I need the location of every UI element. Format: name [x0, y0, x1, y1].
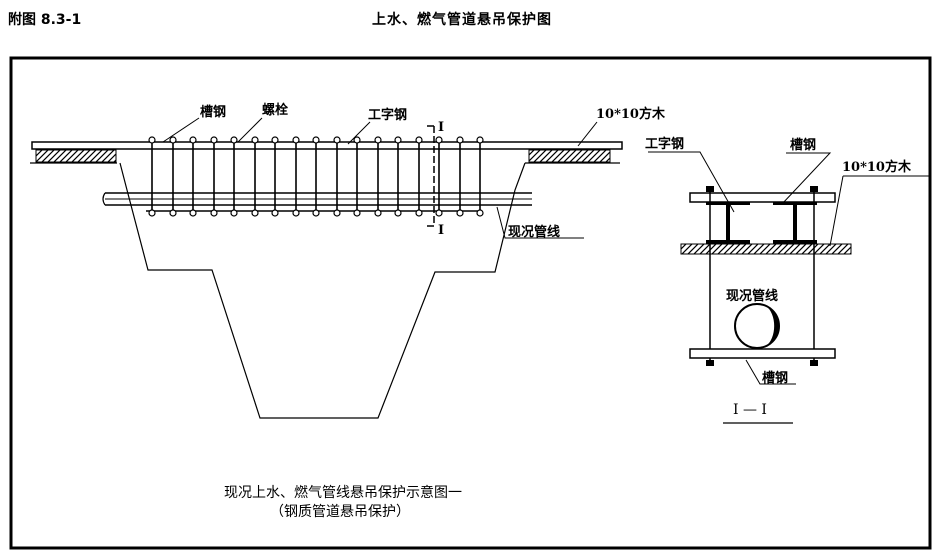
hanger-rod — [456, 136, 464, 217]
hanger-rod — [230, 136, 238, 217]
bolt-nut — [333, 136, 341, 144]
bolt-nut — [435, 136, 443, 144]
section-mark-top: I — [438, 120, 444, 135]
label-bolt: 螺栓 — [262, 102, 288, 118]
section-mark-bottom: I — [438, 223, 444, 238]
section-label-existing-pipe: 现况管线 — [726, 288, 778, 304]
bolt-nut — [230, 209, 238, 217]
bolt-nut — [292, 136, 300, 144]
bolt-nut — [415, 209, 423, 217]
trench-elevation: I I 槽钢 螺栓 工字钢 10*10方木 现况管线 现况上水、燃气管线悬吊保护… — [30, 102, 666, 520]
hanger-rod — [251, 136, 259, 217]
bolt-nut — [210, 209, 218, 217]
caption-line2: （钢质管道悬吊保护） — [270, 504, 410, 520]
bolt-nut — [456, 209, 464, 217]
section-label-timber: 10*10方木 — [842, 159, 912, 175]
bolt-nut — [169, 209, 177, 217]
bolt-nut — [333, 209, 341, 217]
section-timber — [680, 243, 852, 255]
hanger-rod — [394, 136, 402, 217]
section-i-beam-right — [773, 202, 817, 244]
timber-block-right — [528, 149, 611, 163]
hanger-rod — [292, 136, 300, 217]
bolt-nut — [394, 136, 402, 144]
bolt-nut — [189, 209, 197, 217]
channel-steel-beam — [31, 141, 623, 150]
bolt-nut — [353, 209, 361, 217]
label-i-beam: 工字钢 — [368, 107, 407, 123]
label-timber: 10*10方木 — [596, 106, 666, 122]
bolt-nut — [189, 136, 197, 144]
bolt-nut — [394, 209, 402, 217]
section-pipe — [734, 303, 780, 349]
bolt-nut — [353, 136, 361, 144]
section-title: I — I — [733, 402, 767, 418]
bolt-nut — [251, 136, 259, 144]
bolt-nut — [374, 209, 382, 217]
hanger-rod — [374, 136, 382, 217]
bolt-nut — [476, 209, 484, 217]
section-label-channel-bottom: 槽钢 — [762, 370, 788, 386]
timber-block-left — [35, 149, 117, 163]
hanger-rod — [435, 136, 443, 217]
bolt-nut — [374, 136, 382, 144]
bolt-nut — [312, 209, 320, 217]
trench-outline — [119, 162, 526, 419]
caption-line1: 现况上水、燃气管线悬吊保护示意图一 — [224, 484, 462, 501]
figure-title: 上水、燃气管道悬吊保护图 — [372, 12, 552, 28]
hanger-rod — [169, 136, 177, 217]
bolt-nut — [148, 209, 156, 217]
hanger-rods — [148, 136, 484, 217]
bolt-nut — [476, 136, 484, 144]
hanger-rod — [415, 136, 423, 217]
figure-number: 附图 8.3-1 — [8, 12, 82, 28]
label-existing-pipe: 现况管线 — [508, 224, 560, 240]
section-view: 工字钢 槽钢 10*10方木 现况管线 槽钢 I — I — [645, 136, 930, 424]
bolt-nut — [415, 136, 423, 144]
bolt-nut — [169, 136, 177, 144]
section-i-beam-left — [706, 202, 750, 244]
section-top-channel — [689, 192, 836, 203]
bolt-nut — [456, 136, 464, 144]
bolt-nut — [251, 209, 259, 217]
bolt-nut — [292, 209, 300, 217]
bolt-nut — [271, 136, 279, 144]
section-cut-marker: I I — [427, 120, 444, 238]
hanger-rod — [312, 136, 320, 217]
bolt-nut — [312, 136, 320, 144]
section-bottom-channel — [689, 348, 836, 359]
hanger-rod — [210, 136, 218, 217]
drawing-frame — [9, 56, 932, 550]
section-label-channel-top: 槽钢 — [790, 137, 816, 153]
hanger-rod — [476, 136, 484, 217]
hanger-rod — [353, 136, 361, 217]
bolt-nut — [435, 209, 443, 217]
bolt-nut — [148, 136, 156, 144]
hanger-rod — [189, 136, 197, 217]
bolt-nut — [210, 136, 218, 144]
hanger-rod — [271, 136, 279, 217]
label-channel-steel: 槽钢 — [200, 104, 226, 120]
existing-pipeline — [102, 192, 532, 206]
bolt-nut — [230, 136, 238, 144]
hanger-rod — [333, 136, 341, 217]
bolt-nut — [271, 209, 279, 217]
section-label-i-beam: 工字钢 — [645, 136, 684, 152]
hanger-rod — [148, 136, 156, 217]
